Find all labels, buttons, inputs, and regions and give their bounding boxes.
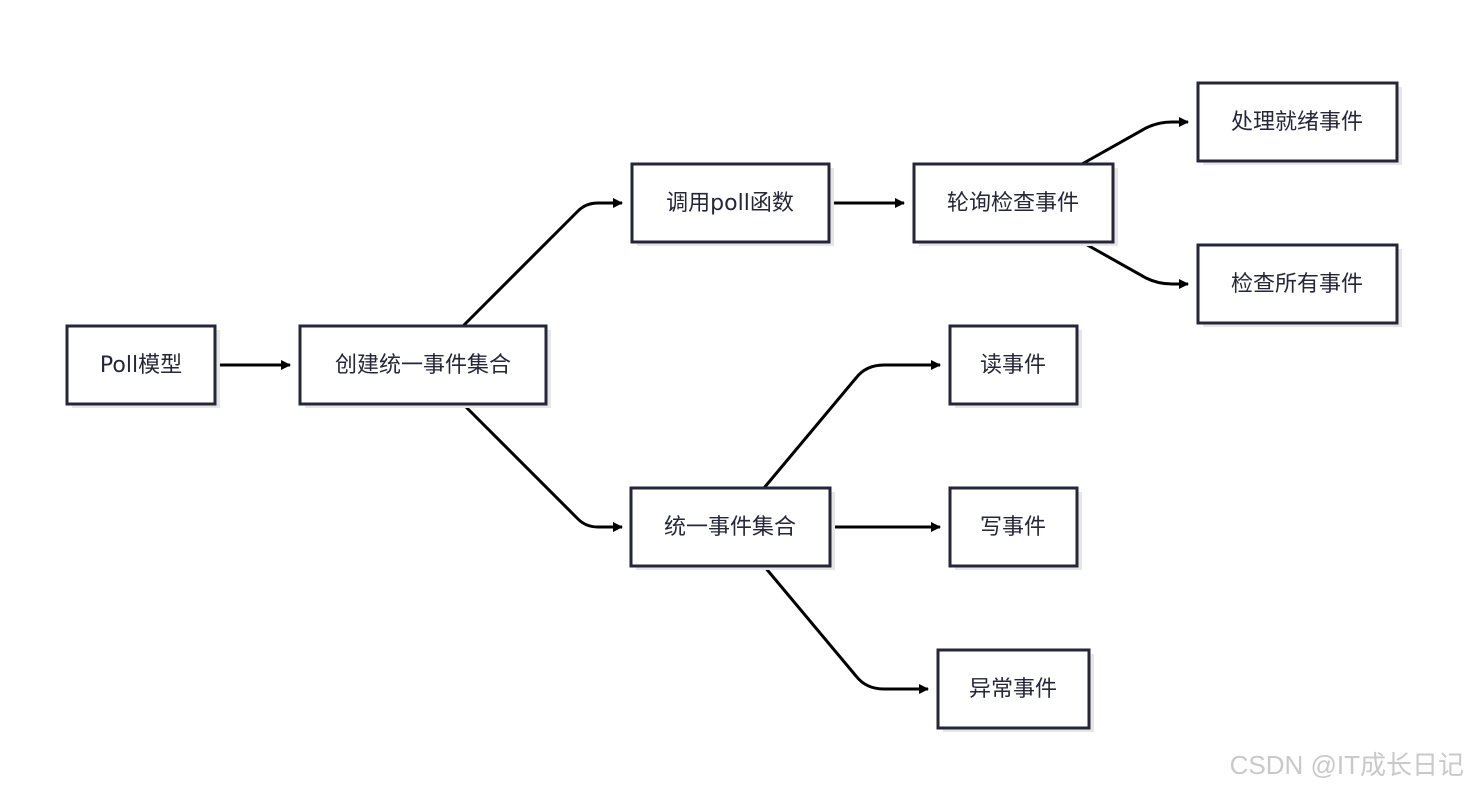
node-poll-model: Poll模型 xyxy=(65,324,220,408)
node-call-poll: 调用poll函数 xyxy=(630,162,834,246)
node-check-all-label: 检查所有事件 xyxy=(1231,272,1363,297)
node-create-set: 创建统一事件集合 xyxy=(298,324,551,408)
node-poll-check: 轮询检查事件 xyxy=(912,162,1118,246)
node-create-set-label: 创建统一事件集合 xyxy=(335,353,511,378)
node-unified-set: 统一事件集合 xyxy=(629,486,835,570)
edge-unified-set-to-error-event xyxy=(762,565,929,694)
node-error-event: 异常事件 xyxy=(936,648,1094,732)
node-read-event-label: 读事件 xyxy=(980,353,1046,378)
node-write-event: 写事件 xyxy=(948,486,1082,570)
node-handle-ready: 处理就绪事件 xyxy=(1196,81,1402,165)
node-handle-ready-label: 处理就绪事件 xyxy=(1231,110,1363,135)
node-check-all: 检查所有事件 xyxy=(1196,243,1402,327)
node-error-event-label: 异常事件 xyxy=(969,677,1057,702)
node-call-poll-label: 调用poll函数 xyxy=(666,191,794,216)
edge-create-set-to-call-poll xyxy=(461,198,623,328)
node-poll-check-label: 轮询检查事件 xyxy=(947,191,1079,216)
edge-poll-check-to-handle-ready xyxy=(1081,117,1189,166)
edge-create-set-to-unified-set xyxy=(461,402,623,532)
node-read-event: 读事件 xyxy=(948,324,1082,408)
edges xyxy=(216,117,1189,694)
node-write-event-label: 写事件 xyxy=(980,515,1046,540)
node-unified-set-label: 统一事件集合 xyxy=(664,515,796,540)
node-poll-model-label: Poll模型 xyxy=(100,353,182,378)
watermark: CSDN @IT成长日记 xyxy=(1229,750,1464,780)
edge-poll-check-to-check-all xyxy=(1081,240,1189,289)
edge-unified-set-to-read-event xyxy=(762,360,941,489)
